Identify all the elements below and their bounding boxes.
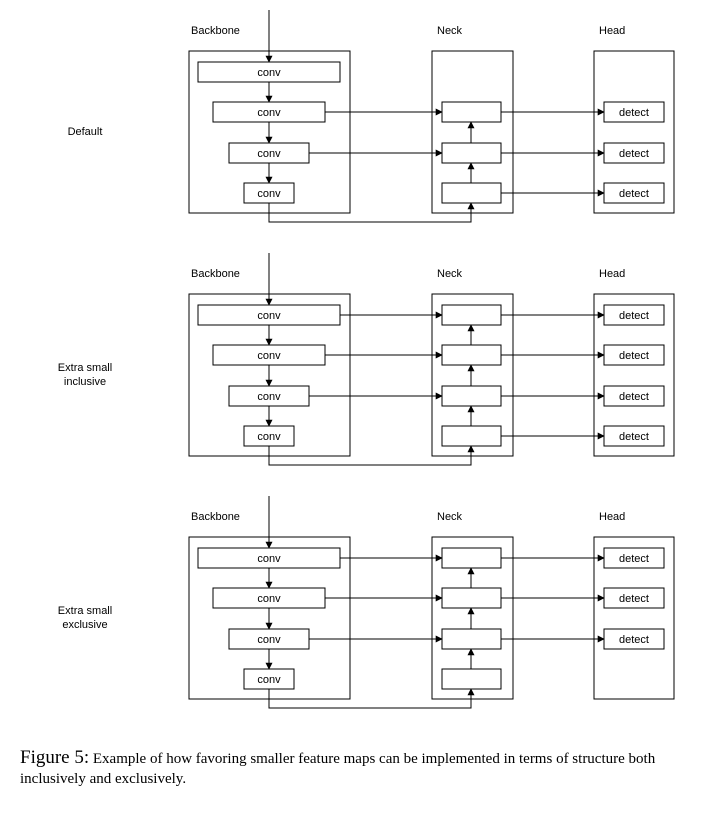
conv-label: conv (257, 593, 281, 605)
conv-label: conv (257, 107, 281, 119)
caption-text: Example of how favoring smaller feature … (20, 751, 656, 787)
detect-label: detect (619, 593, 649, 605)
neck-box (441, 101, 502, 123)
detect-label: detect (619, 310, 649, 322)
detect-box (603, 425, 665, 447)
conv-label: conv (257, 188, 281, 200)
header-backbone: Backbone (191, 268, 240, 280)
detect-label: detect (619, 107, 649, 119)
row-label: inclusive (64, 376, 106, 388)
detect-label: detect (619, 188, 649, 200)
detect-box (603, 182, 665, 204)
detect-box (603, 385, 665, 407)
row-label: Extra small (58, 362, 112, 374)
detect-label: detect (619, 350, 649, 362)
detect-box (603, 101, 665, 123)
row-label: exclusive (62, 619, 107, 631)
detect-box (603, 142, 665, 164)
bottom-route-arrow (268, 202, 475, 223)
conv-label: conv (257, 67, 281, 79)
bottom-route-arrow (268, 688, 475, 709)
header-neck: Neck (437, 268, 463, 280)
neck-box (441, 628, 502, 650)
neck-box (441, 344, 502, 366)
detect-box (603, 547, 665, 569)
row-label: Extra small (58, 605, 112, 617)
header-backbone: Backbone (191, 25, 240, 37)
detect-box (603, 628, 665, 650)
neck-box (441, 587, 502, 609)
neck-box (441, 142, 502, 164)
detect-label: detect (619, 391, 649, 403)
conv-label: conv (257, 310, 281, 322)
neck-box (441, 304, 502, 326)
conv-label: conv (257, 148, 281, 160)
detect-box (603, 587, 665, 609)
header-head: Head (599, 25, 625, 37)
row-label: Default (68, 126, 103, 138)
neck-box (441, 668, 502, 690)
header-neck: Neck (437, 25, 463, 37)
conv-label: conv (257, 634, 281, 646)
conv-label: conv (257, 674, 281, 686)
conv-label: conv (257, 391, 281, 403)
detect-box (603, 344, 665, 366)
header-head: Head (599, 511, 625, 523)
panel-3: Extra small exclusive Backbone Neck Head conv… (58, 496, 675, 709)
header-head: Head (599, 268, 625, 280)
detect-label: detect (619, 431, 649, 443)
conv-label: conv (257, 431, 281, 443)
header-backbone: Backbone (191, 511, 240, 523)
conv-label: conv (257, 553, 281, 565)
neck-box (441, 425, 502, 447)
detect-label: detect (619, 553, 649, 565)
neck-box (441, 182, 502, 204)
neck-box (441, 547, 502, 569)
detect-box (603, 304, 665, 326)
header-neck: Neck (437, 511, 463, 523)
figure-caption: Figure 5: Example of how favoring smalle… (20, 748, 710, 789)
figure-label: Figure 5: (20, 747, 90, 768)
conv-label: conv (257, 350, 281, 362)
neck-box (441, 385, 502, 407)
panel-2: Extra small inclusive Backbone Neck Head conv… (58, 253, 675, 466)
detect-label: detect (619, 634, 649, 646)
panel-1: Default Backbone Neck Head conv conv conv conv d… (68, 10, 675, 223)
bottom-route-arrow (268, 445, 475, 466)
detect-label: detect (619, 148, 649, 160)
